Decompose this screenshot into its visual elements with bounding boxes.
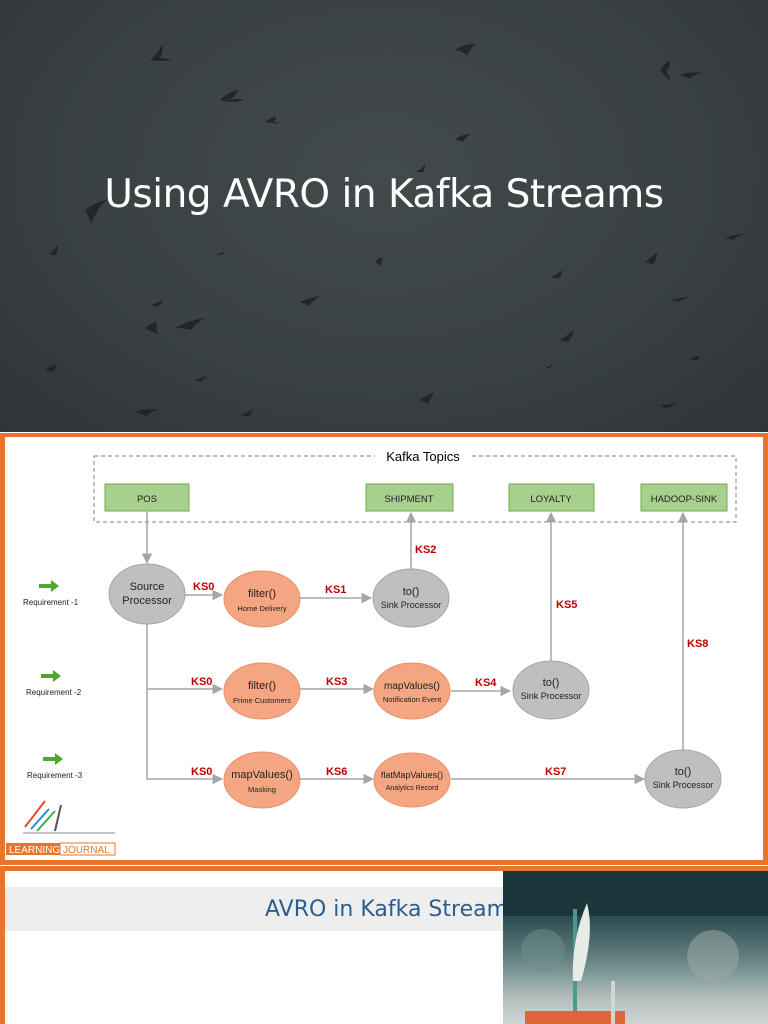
- node-r2-map-main: mapValues(): [384, 681, 440, 692]
- green-arrow-icon: [41, 670, 61, 682]
- edge-label-ks1: KS1: [325, 584, 346, 596]
- node-r1-filter-main: filter(): [248, 588, 276, 600]
- drink-image: [503, 871, 768, 1024]
- edge-label-r2-ks0: KS0: [191, 676, 212, 688]
- requirement-1-label: Requirement -1: [23, 598, 79, 607]
- node-r3-to: to() Sink Processor: [644, 749, 722, 809]
- edge-label-ks4: KS4: [475, 677, 497, 689]
- green-arrow-icon: [39, 580, 59, 592]
- slide-title: Using AVRO in Kafka Streams: [104, 172, 664, 217]
- learning-journal-logo: LEARNING JOURNAL: [6, 800, 116, 856]
- edge-label-r1-ks0: KS0: [193, 581, 214, 593]
- topic-pos: POS: [104, 483, 190, 512]
- node-r1-to-main: to(): [403, 586, 420, 598]
- edge-label-ks3: KS3: [326, 676, 347, 688]
- topic-hadoop-sink: HADOOP-SINK: [640, 483, 728, 512]
- drink-photo: [503, 871, 768, 1024]
- title-slide: Using AVRO in Kafka Streams: [0, 0, 768, 432]
- node-r2-to-sub: Sink Processor: [521, 691, 582, 701]
- node-r1-to: to() Sink Processor: [372, 568, 450, 628]
- node-r2-to: to() Sink Processor: [512, 660, 590, 720]
- edge-label-ks6: KS6: [326, 766, 347, 778]
- logo-word2: JOURNAL: [63, 845, 110, 856]
- kafka-topics-group: Kafka Topics: [93, 447, 737, 523]
- node-r3-flat-sub: Analytics Record: [386, 785, 439, 792]
- node-r2-filter: filter() Prime Customers: [223, 662, 301, 720]
- diagram-slide: Kafka Topics POS SHIPMENT LOYALTY HADOOP…: [0, 433, 768, 865]
- node-r1-filter: filter() Home Delivery: [223, 570, 301, 628]
- kafka-streams-diagram: Kafka Topics POS SHIPMENT LOYALTY HADOOP…: [6, 447, 737, 856]
- requirement-3: Requirement -3: [27, 753, 83, 780]
- requirement-2: Requirement -2: [26, 670, 82, 697]
- node-r3-map-main: mapValues(): [231, 769, 293, 781]
- node-r2-to-main: to(): [543, 677, 560, 689]
- topic-hadoop-sink-label: HADOOP-SINK: [651, 494, 718, 505]
- edge-label-ks5: KS5: [556, 599, 577, 611]
- node-r3-map: mapValues() Masking: [223, 751, 301, 809]
- section-canvas: AVRO in Kafka Streams: [5, 871, 768, 1024]
- green-arrow-icon: [43, 753, 63, 765]
- logo-word1: LEARNING: [9, 845, 60, 856]
- edge-label-r3-ks0: KS0: [191, 766, 212, 778]
- kafka-topics-label: Kafka Topics: [386, 449, 460, 464]
- source-processor-line1: Source: [130, 581, 165, 593]
- edge-label-ks7: KS7: [545, 766, 566, 778]
- topic-pos-label: POS: [137, 494, 157, 505]
- topic-loyalty: LOYALTY: [508, 483, 595, 512]
- diagram-canvas: Kafka Topics POS SHIPMENT LOYALTY HADOOP…: [5, 437, 763, 860]
- node-r1-to-sub: Sink Processor: [381, 600, 442, 610]
- node-r2-map: mapValues() Notification Event: [373, 662, 451, 720]
- requirement-1: Requirement -1: [23, 580, 79, 607]
- requirement-2-label: Requirement -2: [26, 688, 82, 697]
- node-r1-filter-sub: Home Delivery: [237, 604, 286, 613]
- node-r2-filter-main: filter(): [248, 680, 276, 692]
- node-r3-flat: flatMapValues() Analytics Record: [373, 752, 451, 808]
- source-processor-line2: Processor: [122, 595, 172, 607]
- node-r3-map-sub: Masking: [248, 785, 276, 794]
- requirement-3-label: Requirement -3: [27, 771, 83, 780]
- edge-labels: KS0 KS1 KS2 KS0 KS3 KS4 KS5 KS0 KS6 KS7 …: [191, 544, 708, 778]
- topic-shipment-label: SHIPMENT: [384, 494, 433, 505]
- topic-loyalty-label: LOYALTY: [530, 494, 572, 505]
- section-title: AVRO in Kafka Streams: [265, 897, 520, 922]
- node-r2-filter-sub: Prime Customers: [233, 696, 291, 705]
- node-r3-to-main: to(): [675, 766, 692, 778]
- node-r2-map-sub: Notification Event: [383, 695, 442, 704]
- bird-decoration: [45, 44, 745, 417]
- source-processor: Source Processor: [108, 563, 186, 625]
- node-r3-to-sub: Sink Processor: [653, 780, 714, 790]
- edge-label-ks8: KS8: [687, 638, 708, 650]
- node-r3-flat-main: flatMapValues(): [381, 770, 443, 780]
- connectors: [141, 511, 689, 785]
- topic-shipment: SHIPMENT: [365, 483, 454, 512]
- edge-label-ks2: KS2: [415, 544, 436, 556]
- section-slide: AVRO in Kafka Streams: [0, 866, 768, 1024]
